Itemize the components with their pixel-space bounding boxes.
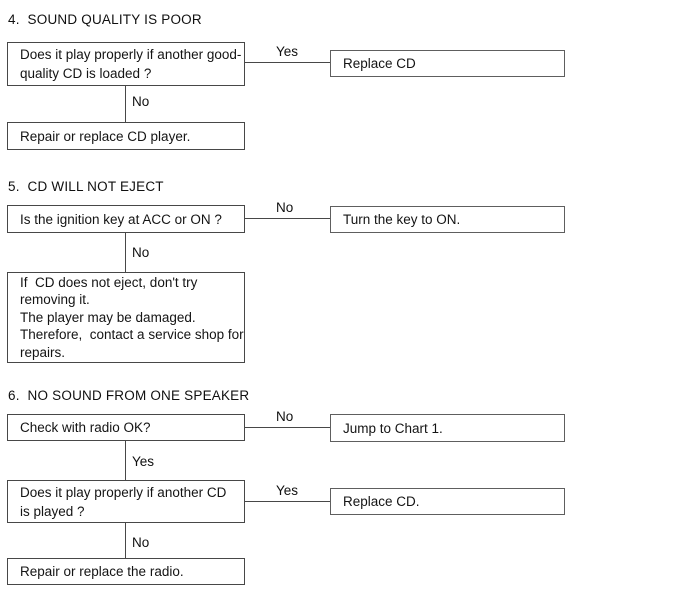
note-box-do-not-remove-cd: If CD does not eject, don't try removing… (7, 272, 245, 363)
decision-line: Is the ignition key at ACC or ON ? (20, 211, 222, 227)
decision-line: is played ? (20, 503, 85, 519)
action-box-jump-chart-1: Jump to Chart 1. (330, 414, 565, 442)
action-line: Replace CD. (343, 494, 420, 509)
branch-label-yes: Yes (276, 483, 299, 498)
connector-line-vertical (125, 441, 126, 480)
decision-line: Does it play properly if another CD (20, 484, 227, 500)
connector-line-vertical (125, 86, 126, 122)
note-line: Therefore, contact a service shop for (20, 327, 244, 343)
note-line: repairs. (20, 344, 66, 360)
action-box-repair-cd-player: Repair or replace CD player. (7, 122, 245, 150)
decision-box-play-another-cd: Does it play properly if another CD is p… (7, 480, 245, 523)
decision-line: quality CD is loaded ? (20, 66, 152, 81)
note-line: If CD does not eject, don't try (20, 274, 198, 290)
branch-label-no: No (132, 94, 150, 109)
connector-line-horizontal (245, 218, 330, 219)
note-line: removing it. (20, 292, 90, 308)
connector-line-horizontal (245, 62, 330, 63)
action-box-turn-key-on: Turn the key to ON. (330, 206, 565, 233)
section-5-title: 5. CD WILL NOT EJECT (8, 179, 164, 194)
branch-label-yes: Yes (132, 454, 155, 469)
action-line: Repair or replace the radio. (20, 564, 184, 579)
branch-label-no: No (276, 200, 294, 215)
action-box-repair-radio: Repair or replace the radio. (7, 558, 245, 585)
note-line: The player may be damaged. (20, 309, 196, 325)
connector-line-horizontal (245, 427, 330, 428)
decision-box-ignition-key: Is the ignition key at ACC or ON ? (7, 205, 245, 233)
section-6-title: 6. NO SOUND FROM ONE SPEAKER (8, 388, 250, 403)
action-line: Turn the key to ON. (343, 212, 461, 227)
decision-box-cd-quality: Does it play properly if another good- q… (7, 42, 245, 86)
decision-line: Does it play properly if another good- (20, 47, 242, 62)
decision-line: Check with radio OK? (20, 420, 151, 435)
branch-label-no: No (132, 245, 150, 260)
action-box-replace-cd: Replace CD (330, 50, 565, 77)
connector-line-horizontal (245, 501, 330, 502)
branch-label-no: No (276, 409, 294, 424)
action-line: Repair or replace CD player. (20, 128, 191, 144)
action-box-replace-cd-2: Replace CD. (330, 488, 565, 515)
branch-label-no: No (132, 535, 150, 550)
action-line: Jump to Chart 1. (343, 420, 443, 436)
decision-box-check-radio: Check with radio OK? (7, 414, 245, 441)
action-line: Replace CD (343, 56, 416, 71)
connector-line-vertical (125, 523, 126, 558)
connector-line-vertical (125, 233, 126, 272)
section-4-title: 4. SOUND QUALITY IS POOR (8, 12, 202, 27)
branch-label-yes: Yes (276, 44, 299, 59)
